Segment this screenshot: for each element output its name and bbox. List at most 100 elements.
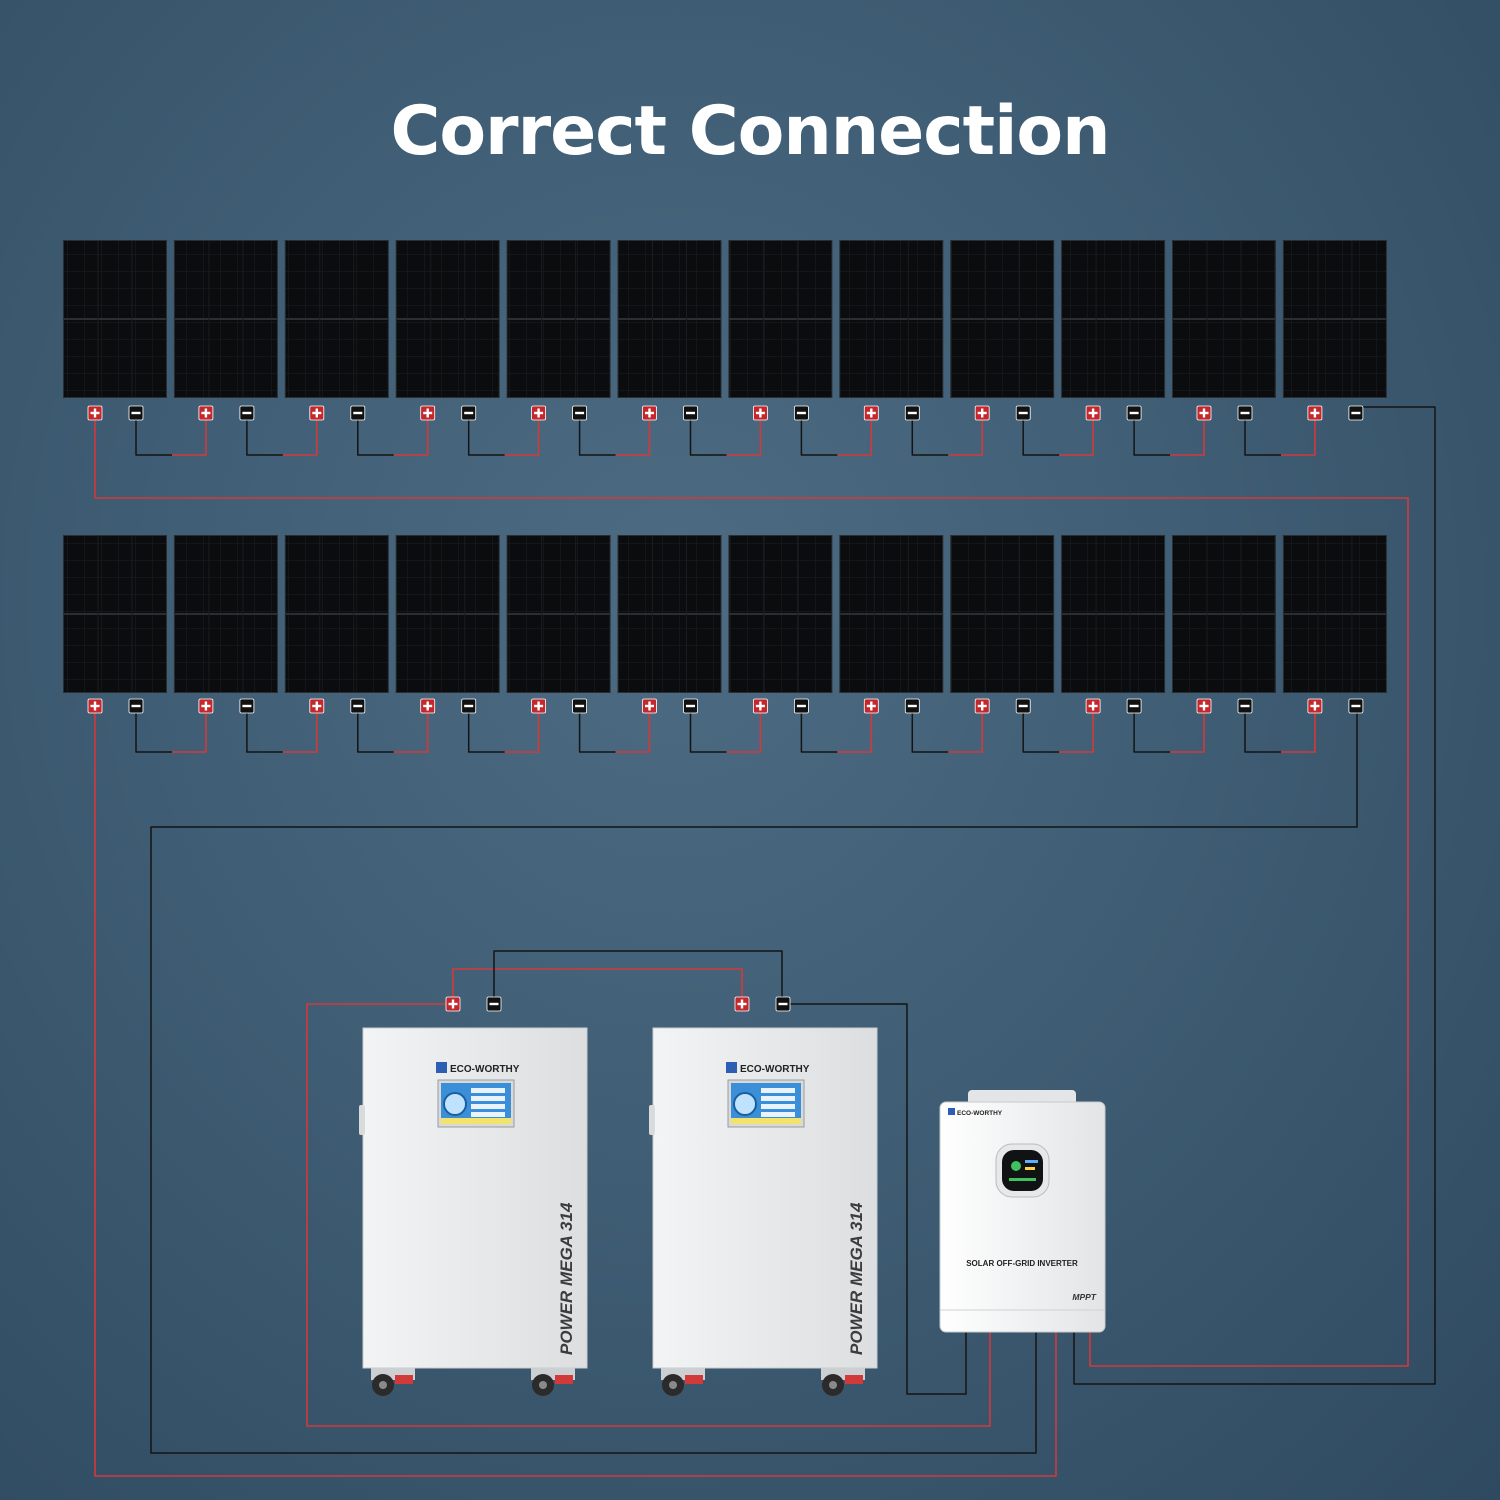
series-jumper-positive	[1281, 420, 1316, 456]
series-jumper-negative	[1244, 420, 1281, 456]
panel-positive-terminal	[753, 405, 768, 421]
solar-panel	[1172, 240, 1276, 398]
solar-panel	[1061, 240, 1166, 398]
solar-panel	[839, 535, 944, 693]
solar-panel	[173, 535, 278, 693]
panel-negative-terminal	[572, 698, 587, 714]
battery2-positive-terminal	[734, 996, 750, 1012]
solar-panel	[950, 535, 1055, 693]
panel-negative-terminal	[1237, 405, 1253, 421]
battery-brand: ECO-WORTHY	[740, 1064, 810, 1075]
series-jumper-negative	[246, 713, 283, 753]
battery1-positive-terminal	[445, 996, 461, 1012]
battery-parallel-positive	[452, 968, 743, 997]
brand-logo-icon	[436, 1062, 447, 1073]
solar-panel	[395, 240, 500, 398]
panel-positive-terminal	[198, 698, 214, 714]
panel-positive-terminal	[87, 698, 103, 714]
series-jumper-negative	[467, 420, 505, 456]
series-jumper-positive	[1170, 420, 1205, 456]
series-jumper-negative	[357, 420, 394, 456]
solar-panel	[617, 535, 722, 693]
panel-negative-terminal	[572, 405, 587, 421]
series-jumper-negative	[578, 713, 616, 753]
series-jumper-positive	[726, 713, 762, 753]
solar-panel	[1172, 535, 1276, 693]
series-jumper-negative	[357, 713, 394, 753]
panel-negative-terminal	[794, 405, 809, 421]
series-jumper-negative	[689, 713, 727, 753]
solar-panel	[395, 535, 500, 693]
series-jumper-positive	[837, 420, 873, 456]
panel-negative-terminal	[1348, 405, 1364, 421]
battery1-negative-terminal	[486, 996, 502, 1012]
panel-positive-terminal	[642, 405, 657, 421]
battery-soc-ring	[733, 1092, 757, 1116]
panel-negative-terminal	[1015, 405, 1031, 421]
panel-positive-terminal	[531, 698, 546, 714]
panel-positive-terminal	[198, 405, 214, 421]
panel-positive-terminal	[753, 698, 768, 714]
solar-panel	[506, 240, 611, 398]
terminals	[87, 405, 1364, 1012]
panel-positive-terminal	[309, 698, 325, 714]
inverter-label: SOLAR OFF-GRID INVERTER	[966, 1259, 1078, 1268]
array1-positive-homerun	[94, 413, 1409, 1367]
panel-positive-terminal	[1085, 405, 1101, 421]
page-title: Correct Connection	[390, 92, 1110, 171]
panel-negative-terminal	[1015, 698, 1031, 714]
panel-negative-terminal	[683, 698, 698, 714]
series-jumper-positive	[504, 420, 540, 456]
panel-positive-terminal	[1307, 405, 1323, 421]
panel-positive-terminal	[642, 698, 657, 714]
array1-negative-homerun	[1073, 406, 1436, 1385]
solar-panel	[617, 240, 722, 398]
panel-positive-terminal	[531, 405, 546, 421]
series-jumper-negative	[1133, 420, 1171, 456]
brand-logo-icon	[948, 1108, 955, 1115]
wiring-layer	[94, 406, 1436, 1477]
inverter: ECO-WORTHY SOLAR OFF-GRID INVERTER MPPT	[939, 1090, 1106, 1333]
series-jumper-negative	[467, 713, 505, 753]
series-jumper-positive	[393, 713, 429, 753]
solar-panel	[950, 240, 1055, 398]
series-jumper-positive	[393, 420, 429, 456]
solar-panel	[1282, 535, 1387, 693]
panel-negative-terminal	[239, 698, 255, 714]
panel-positive-terminal	[863, 405, 879, 421]
series-jumper-positive	[948, 713, 984, 753]
battery-parallel-negative	[493, 950, 783, 997]
panel-negative-terminal	[794, 698, 809, 714]
array2-negative-homerun	[150, 711, 1358, 1454]
inverter-mppt-badge: MPPT	[1072, 1292, 1096, 1302]
series-jumper-positive	[615, 713, 651, 753]
panel-negative-terminal	[350, 405, 366, 421]
series-jumper-positive	[504, 713, 540, 753]
panel-positive-terminal	[863, 698, 879, 714]
panel-negative-terminal	[904, 405, 920, 421]
inverter-brand: ECO-WORTHY	[957, 1110, 1003, 1117]
series-jumper-positive	[948, 420, 984, 456]
panel-positive-terminal	[309, 405, 325, 421]
series-jumper-negative	[246, 420, 283, 456]
solar-panel	[173, 240, 278, 398]
series-jumper-negative	[1022, 713, 1060, 753]
panel-positive-terminal	[1085, 698, 1101, 714]
series-jumper-positive	[282, 713, 318, 753]
series-jumper-negative	[689, 420, 727, 456]
series-jumper-positive	[172, 420, 207, 456]
series-jumper-negative	[1133, 713, 1171, 753]
panel-positive-terminal	[974, 698, 990, 714]
panel-negative-terminal	[461, 405, 477, 421]
battery2-negative-terminal	[775, 996, 791, 1012]
brand-logo-icon	[726, 1062, 737, 1073]
series-jumper-negative	[135, 713, 172, 753]
series-jumper-positive	[1059, 713, 1094, 753]
solar-panel	[728, 240, 833, 398]
panel-positive-terminal	[87, 405, 103, 421]
battery-negative-to-inverter	[790, 1003, 967, 1395]
panel-negative-terminal	[350, 698, 366, 714]
